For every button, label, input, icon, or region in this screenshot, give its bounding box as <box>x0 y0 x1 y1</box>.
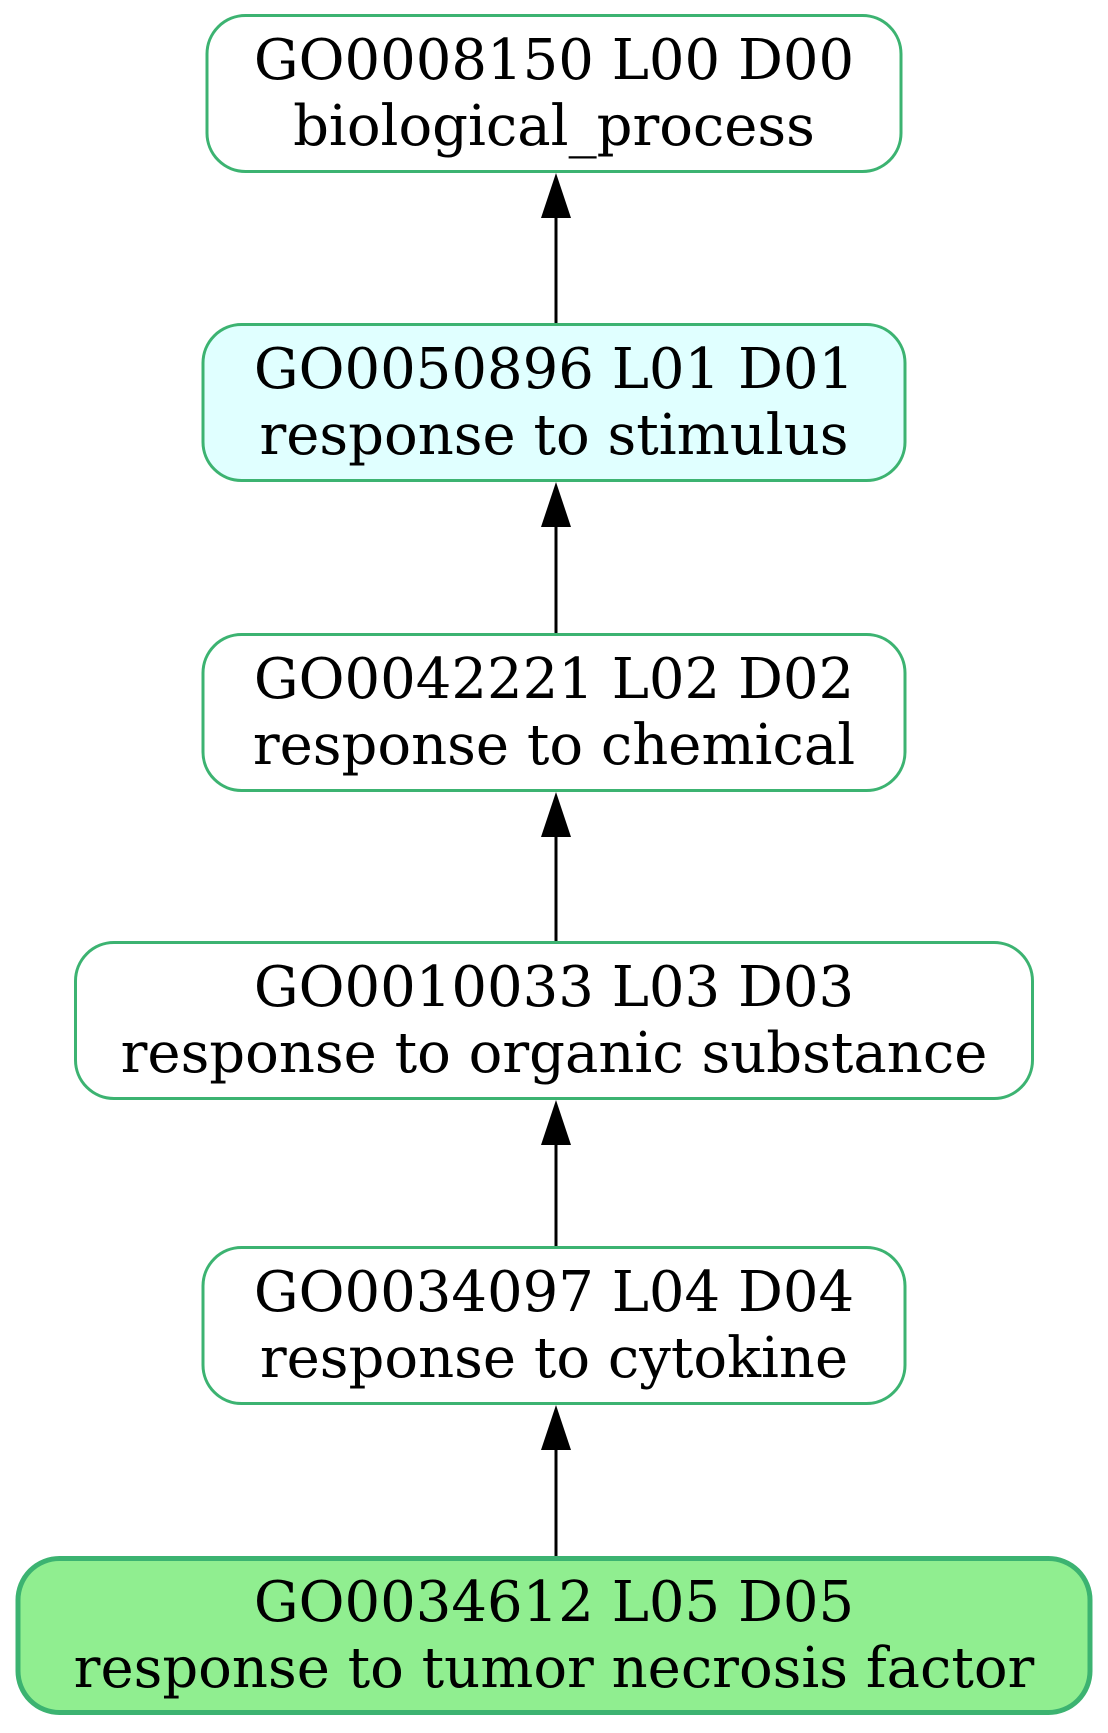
edge-arrow-l01-to-l00 <box>539 173 573 323</box>
go-node-response-to-chemical: GO0042221 L02 D02 response to chemical <box>201 633 907 792</box>
edge-arrow-l02-to-l01 <box>539 482 573 633</box>
edge-line <box>554 524 558 633</box>
go-node-id-label: GO0034097 L04 D04 <box>253 1259 855 1325</box>
go-node-biological-process: GO0008150 L00 D00 biological_process <box>205 14 903 173</box>
go-node-id-label: GO0050896 L01 D01 <box>253 336 855 402</box>
go-node-term-label: response to stimulus <box>259 402 849 468</box>
edge-arrow-l03-to-l02 <box>539 792 573 941</box>
arrowhead-up-icon <box>541 1405 571 1450</box>
go-node-id-label: GO0034612 L05 D05 <box>253 1569 855 1635</box>
arrowhead-up-icon <box>541 1100 571 1145</box>
go-node-id-label: GO0010033 L03 D03 <box>253 954 855 1020</box>
arrowhead-up-icon <box>541 173 571 218</box>
go-node-response-to-tumor-necrosis-factor: GO0034612 L05 D05 response to tumor necr… <box>15 1556 1093 1715</box>
edge-line <box>554 1447 558 1556</box>
go-node-term-label: response to tumor necrosis factor <box>73 1635 1035 1701</box>
go-node-id-label: GO0042221 L02 D02 <box>253 646 855 712</box>
edge-arrow-l05-to-l04 <box>539 1405 573 1556</box>
go-node-response-to-organic-substance: GO0010033 L03 D03 response to organic su… <box>74 941 1034 1100</box>
go-node-term-label: response to cytokine <box>259 1325 849 1391</box>
edge-line <box>554 215 558 323</box>
edge-arrow-l04-to-l03 <box>539 1100 573 1246</box>
go-node-term-label: response to chemical <box>252 712 856 778</box>
go-node-term-label: response to organic substance <box>120 1020 988 1086</box>
edge-line <box>554 1142 558 1246</box>
go-node-term-label: biological_process <box>293 93 815 159</box>
edge-line <box>554 834 558 941</box>
arrowhead-up-icon <box>541 792 571 837</box>
go-node-response-to-cytokine: GO0034097 L04 D04 response to cytokine <box>201 1246 907 1405</box>
go-node-id-label: GO0008150 L00 D00 <box>253 27 855 93</box>
arrowhead-up-icon <box>541 482 571 527</box>
go-node-response-to-stimulus: GO0050896 L01 D01 response to stimulus <box>201 323 907 482</box>
